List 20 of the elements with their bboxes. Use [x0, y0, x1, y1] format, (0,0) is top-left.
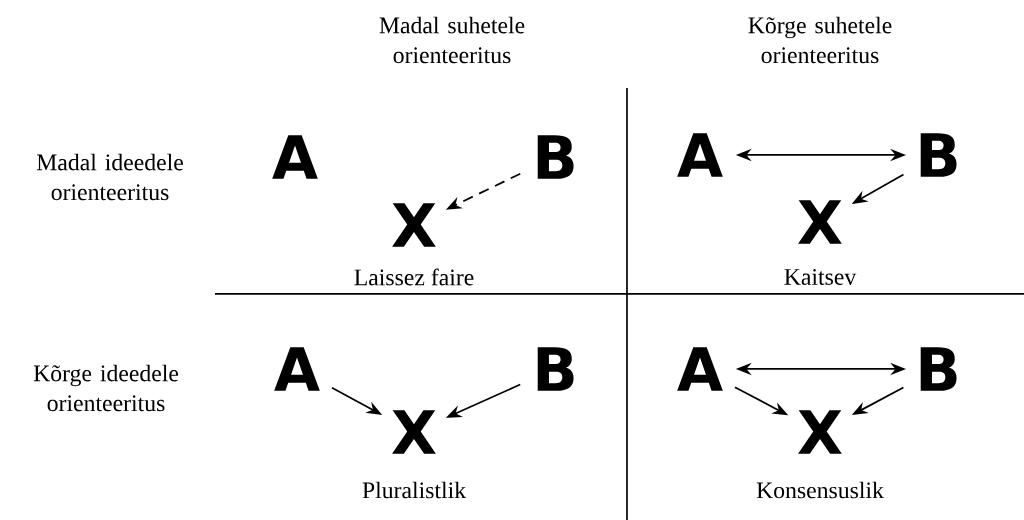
bold-letter: X — [392, 203, 436, 247]
bold-letter: A — [272, 135, 318, 179]
bold-letter: X — [798, 410, 842, 454]
row-heading: Kõrge ideedele orienteeritus — [33, 364, 179, 412]
row-heading: Madal ideedele orienteeritus — [36, 153, 183, 201]
quadrant-caption: Konsensuslik — [756, 481, 884, 499]
bold-letter: B — [537, 135, 574, 179]
quadrant-caption: Pluralistlik — [362, 481, 467, 499]
column-heading: Kõrge suhetele orienteeritus — [748, 16, 892, 64]
bold-letter: B — [537, 347, 574, 391]
bold-letter: B — [920, 133, 957, 177]
bold-letter: A — [677, 133, 723, 177]
bold-letter: A — [677, 347, 723, 391]
bold-letter: X — [798, 200, 842, 244]
column-heading: Madal suhetele orienteeritus — [379, 16, 525, 64]
quadrant-caption: Kaitsev — [784, 269, 857, 285]
bold-letter: B — [920, 347, 957, 391]
bold-letter: A — [274, 347, 320, 391]
bold-letter: X — [392, 410, 436, 454]
quadrant-caption: Laissez faire — [354, 268, 474, 286]
